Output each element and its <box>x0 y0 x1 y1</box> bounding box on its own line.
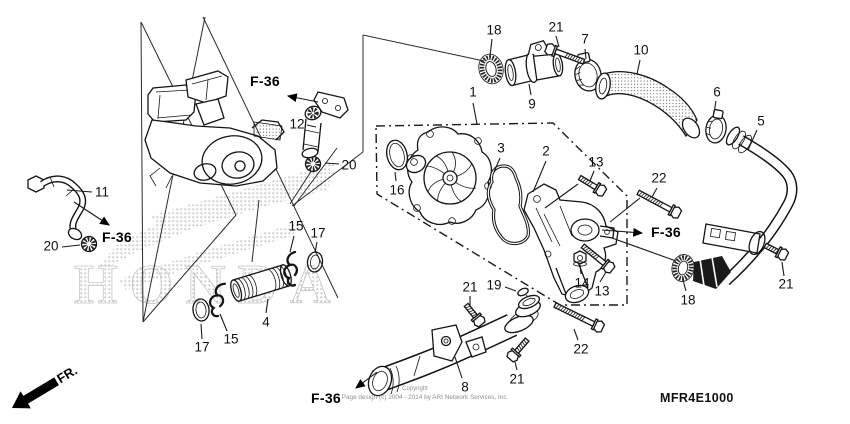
part-callout-7[interactable]: 7 <box>581 31 589 47</box>
part-callout-21[interactable]: 21 <box>778 276 794 292</box>
part-ring-18a <box>478 53 504 85</box>
part-water-pump-body <box>405 126 493 226</box>
part-clamp-7 <box>572 52 602 92</box>
part-callout-15[interactable]: 15 <box>223 331 239 347</box>
part-clip-15b <box>208 282 227 318</box>
part-clamp-6 <box>705 109 727 144</box>
part-callout-2[interactable]: 2 <box>542 143 550 159</box>
part-callout-8[interactable]: 8 <box>461 379 469 395</box>
part-oring-17a <box>306 251 324 273</box>
part-callout-3[interactable]: 3 <box>497 140 505 156</box>
bolt-drawing <box>763 242 790 261</box>
part-callout-11[interactable]: 11 <box>94 184 110 200</box>
part-bracket-5 <box>702 223 766 256</box>
part-ring-18b <box>671 254 695 282</box>
part-grommet-20b <box>304 155 322 173</box>
bolt-drawing <box>544 43 586 65</box>
part-clip-15a <box>283 250 298 287</box>
part-callout-13[interactable]: 13 <box>594 283 610 299</box>
engine-sketch <box>144 70 285 189</box>
part-callout-19[interactable]: 19 <box>486 277 502 293</box>
bolt-drawing <box>580 243 616 274</box>
copyright-line2: Page design (c) 2004 - 2014 by ARI Netwo… <box>341 394 509 401</box>
part-cover-2 <box>523 183 619 304</box>
part-callout-1[interactable]: 1 <box>469 84 477 100</box>
page-ref-f36[interactable]: F-36 <box>250 73 280 89</box>
part-callout-18[interactable]: 18 <box>680 292 696 308</box>
part-callout-14[interactable]: 14 <box>574 275 590 291</box>
part-callout-18[interactable]: 18 <box>486 22 502 38</box>
part-callout-10[interactable]: 10 <box>633 42 649 58</box>
part-callout-21[interactable]: 21 <box>548 19 564 35</box>
part-callout-5[interactable]: 5 <box>757 113 765 129</box>
part-callout-20[interactable]: 20 <box>341 157 357 173</box>
bolt-drawing <box>506 337 530 363</box>
part-callout-15[interactable]: 15 <box>288 218 304 234</box>
bolt-drawings <box>463 43 790 363</box>
part-callout-21[interactable]: 21 <box>509 371 525 387</box>
page-ref-f36[interactable]: F-36 <box>311 390 341 406</box>
part-callout-20[interactable]: 20 <box>43 238 59 254</box>
part-callout-22[interactable]: 22 <box>651 170 667 186</box>
part-pipe-5 <box>693 126 798 289</box>
part-hose-10 <box>595 71 701 139</box>
part-callout-21[interactable]: 21 <box>462 279 478 295</box>
part-callout-9[interactable]: 9 <box>528 96 536 112</box>
part-callout-17[interactable]: 17 <box>194 339 210 355</box>
part-gasket-3 <box>486 164 530 246</box>
assembly-boundary-box <box>375 122 628 306</box>
part-callout-22[interactable]: 22 <box>573 341 589 357</box>
page-ref-f36[interactable]: F-36 <box>651 224 681 240</box>
part-oring-16 <box>385 139 409 171</box>
part-callout-6[interactable]: 6 <box>713 84 721 100</box>
part-callout-17[interactable]: 17 <box>310 225 326 241</box>
diagram-code: MFR4E1000 <box>660 391 734 405</box>
part-callout-13[interactable]: 13 <box>588 154 604 170</box>
bolt-drawing <box>463 302 486 328</box>
part-callout-16[interactable]: 16 <box>389 182 405 198</box>
part-callout-4[interactable]: 4 <box>262 314 270 330</box>
part-callout-12[interactable]: 12 <box>289 116 305 132</box>
part-pipe-8 <box>367 294 541 397</box>
part-oring-17b <box>192 298 210 322</box>
bolt-drawing <box>636 189 683 219</box>
page-ref-f36[interactable]: F-36 <box>102 229 132 245</box>
part-grommet-20a <box>80 235 98 253</box>
copyright-line1: Copyright <box>402 386 428 392</box>
bolt-drawing <box>553 302 606 333</box>
part-joint-9 <box>504 39 564 87</box>
bolt-drawing <box>577 174 608 197</box>
part-tube-4 <box>230 264 292 302</box>
page-ref-arrows <box>73 93 644 389</box>
leader-lines <box>61 35 785 379</box>
part-elbow-12 <box>301 91 349 159</box>
part-hose-11 <box>27 175 87 241</box>
